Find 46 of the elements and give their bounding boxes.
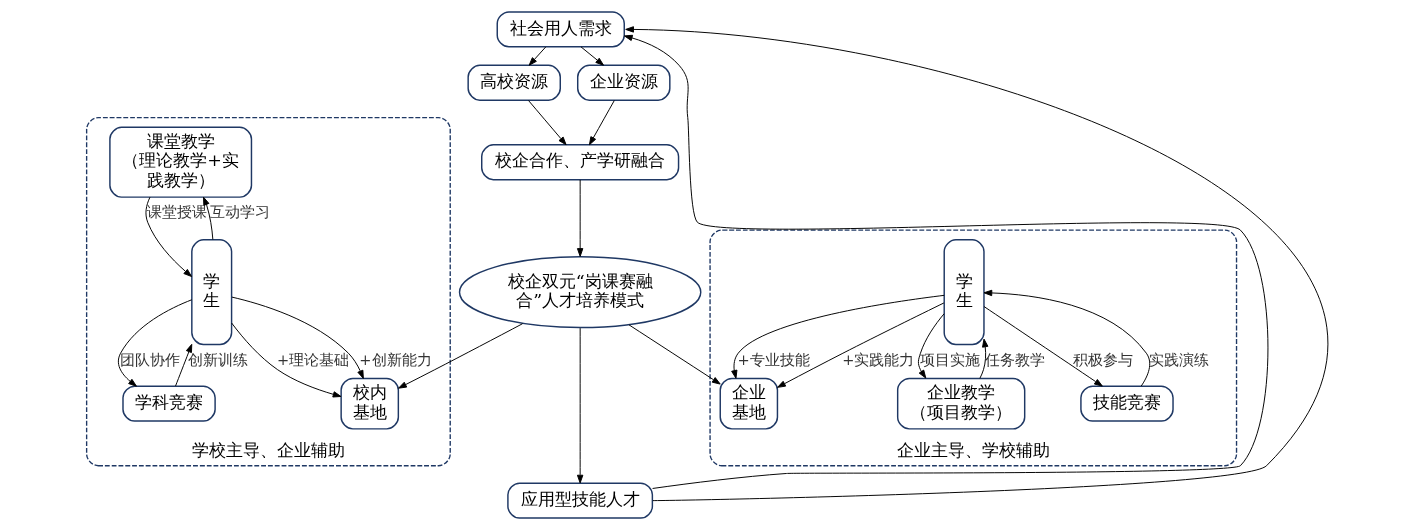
arrow <box>978 338 988 379</box>
arrow <box>576 179 583 257</box>
arrow <box>202 196 213 240</box>
arrow <box>397 323 523 389</box>
arrow <box>588 100 615 146</box>
arrow <box>627 324 721 385</box>
node-box: 企业教学（项目教学） <box>896 377 1025 430</box>
node-box: 高校资源 <box>466 64 561 101</box>
node-box: 社会用人需求 <box>496 11 625 48</box>
edge-label: +理论基础 <box>276 351 349 368</box>
edge-label: 课堂授课 <box>146 204 207 221</box>
edge-label: 互动学习 <box>209 204 270 221</box>
node-box: 学生 <box>943 239 985 346</box>
edge-label: +专业技能 <box>736 351 810 368</box>
arrow <box>174 343 192 387</box>
node-box: 校企合作、产学研融合 <box>480 144 679 181</box>
edge-label: 团队协作 <box>119 351 180 368</box>
arrow <box>983 289 1150 387</box>
arrow <box>145 196 192 277</box>
node-box: 应用型技能人才 <box>506 482 653 519</box>
node-ellipse: 校企双元“岗课赛融合”人才培养模式 <box>458 256 701 329</box>
edge-label: 实践演练 <box>1148 351 1209 368</box>
arrow <box>580 46 604 66</box>
node-box: 学生 <box>190 239 232 346</box>
arrow <box>730 294 945 379</box>
arrow <box>527 100 567 146</box>
arrow <box>230 322 341 398</box>
edge-label: +创新能力 <box>358 351 432 368</box>
node-box: 企业资源 <box>576 64 671 101</box>
node-box: 学科竞赛 <box>121 385 216 422</box>
edge-label: 创新训练 <box>187 351 248 368</box>
arrow <box>983 306 1103 387</box>
edge-label: 积极参与 <box>1072 351 1133 368</box>
arrow <box>117 299 192 387</box>
arrow <box>231 296 364 379</box>
node-box: 技能竞赛 <box>1079 385 1174 422</box>
node-box: 课堂教学（理论教学+实践教学） <box>108 126 252 198</box>
arrow <box>917 313 945 379</box>
edge-label: 任务教学 <box>984 351 1045 368</box>
node-box: 企业基地 <box>719 377 778 430</box>
edge-label: 项目实施 <box>919 351 980 368</box>
edge-label: +实践能力 <box>841 351 914 368</box>
arrow <box>528 46 546 66</box>
arrow <box>776 302 944 388</box>
arrow <box>576 327 583 484</box>
node-box: 校内基地 <box>339 377 399 430</box>
